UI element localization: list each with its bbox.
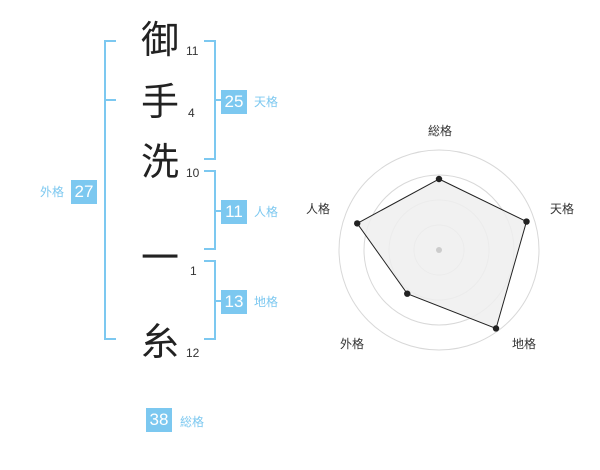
jinkaku-value: 11 xyxy=(221,200,247,224)
tenkaku-value: 25 xyxy=(221,90,247,114)
radar-ring-4 xyxy=(338,149,540,351)
radar-axis-label-soukaku: 総格 xyxy=(427,124,452,138)
chikaku-tick xyxy=(214,300,222,302)
gaikaku-bracket xyxy=(104,40,116,340)
jinkaku-label: 人格 xyxy=(254,205,279,219)
radar-point-3 xyxy=(492,325,500,332)
stroke-count-4: 1 xyxy=(190,264,197,278)
name-char-2: 手 xyxy=(140,80,179,124)
radar-axis-label-chikaku: 地格 xyxy=(511,337,536,351)
tenkaku-label: 天格 xyxy=(254,95,279,109)
name-char-1: 御 xyxy=(140,18,179,62)
radar-point-1 xyxy=(435,175,443,183)
name-char-5: 糸 xyxy=(140,320,179,364)
radar-point-4 xyxy=(404,290,411,297)
radar-center-dot xyxy=(436,247,442,253)
stroke-count-3: 10 xyxy=(186,166,200,180)
soukaku-label: 総格 xyxy=(180,415,205,429)
radar-point-2 xyxy=(523,218,530,225)
name-char-4: 一 xyxy=(140,236,179,280)
radar-axis-label-tenkaku: 天格 xyxy=(549,202,574,216)
gaikaku-value: 27 xyxy=(71,180,97,204)
soukaku-value: 38 xyxy=(146,408,172,432)
gaikaku-tick xyxy=(104,99,116,101)
gaikaku-label: 外格 xyxy=(40,185,65,199)
jinkaku-tick xyxy=(214,210,222,212)
chikaku-label: 地格 xyxy=(254,295,279,309)
stroke-count-2: 4 xyxy=(188,106,195,120)
radar-axis-label-gaikaku: 外格 xyxy=(339,337,364,351)
radar-axis-label-jinkaku: 人格 xyxy=(305,202,330,216)
name-char-3: 洗 xyxy=(140,140,179,184)
stroke-count-5: 12 xyxy=(186,346,200,360)
stroke-count-1: 11 xyxy=(186,44,199,58)
chikaku-value: 13 xyxy=(221,290,247,314)
radar-point-5 xyxy=(354,220,361,227)
tenkaku-tick xyxy=(214,99,222,101)
radar-polygon xyxy=(356,178,528,330)
